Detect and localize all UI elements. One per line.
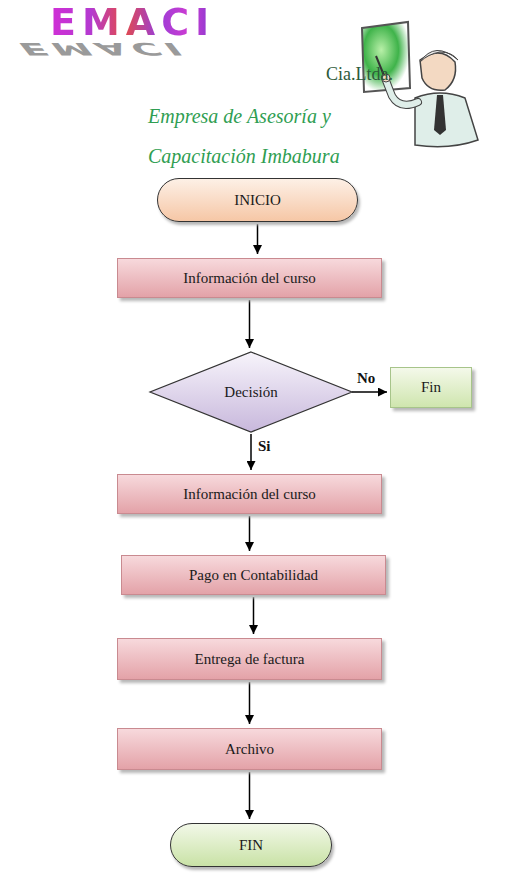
node-label: Información del curso [183, 270, 315, 287]
process-box: Archivo [117, 728, 382, 770]
company-suffix: Cia.Ltda. [326, 64, 393, 85]
flow-arrow [249, 772, 251, 819]
process-box: Información del curso [117, 258, 382, 298]
flow-arrow [249, 300, 251, 348]
flow-arrow [253, 597, 255, 634]
node-label: Fin [421, 379, 441, 396]
node-label: INICIO [234, 192, 281, 209]
flow-arrow [250, 434, 252, 470]
flow-arrow [257, 224, 259, 254]
node-label: Decisión [224, 384, 277, 401]
node-label: Pago en Contabilidad [189, 567, 318, 584]
edge-label: Si [257, 438, 272, 455]
node-label: Entrega de factura [195, 651, 305, 668]
edge-label: No [356, 370, 376, 387]
start-terminal: INICIO [157, 178, 358, 222]
flow-arrow [249, 682, 251, 724]
logo-text: EMACI [50, 2, 215, 42]
logo-text: EMACI [13, 40, 193, 58]
company-title: Empresa de Asesoría y Capacitación Imbab… [148, 96, 373, 176]
node-label: Información del curso [183, 486, 315, 503]
flow-arrow [352, 391, 387, 393]
teacher-illustration [362, 22, 478, 147]
flow-arrow [249, 516, 251, 551]
end-terminal: FIN [170, 823, 332, 867]
end-box: Fin [390, 367, 472, 408]
process-box: Información del curso [117, 474, 382, 514]
decision-diamond: Decisión [150, 352, 352, 432]
node-label: FIN [239, 837, 263, 854]
process-box: Entrega de factura [117, 638, 382, 680]
process-box: Pago en Contabilidad [121, 555, 386, 595]
node-label: Archivo [225, 741, 274, 758]
